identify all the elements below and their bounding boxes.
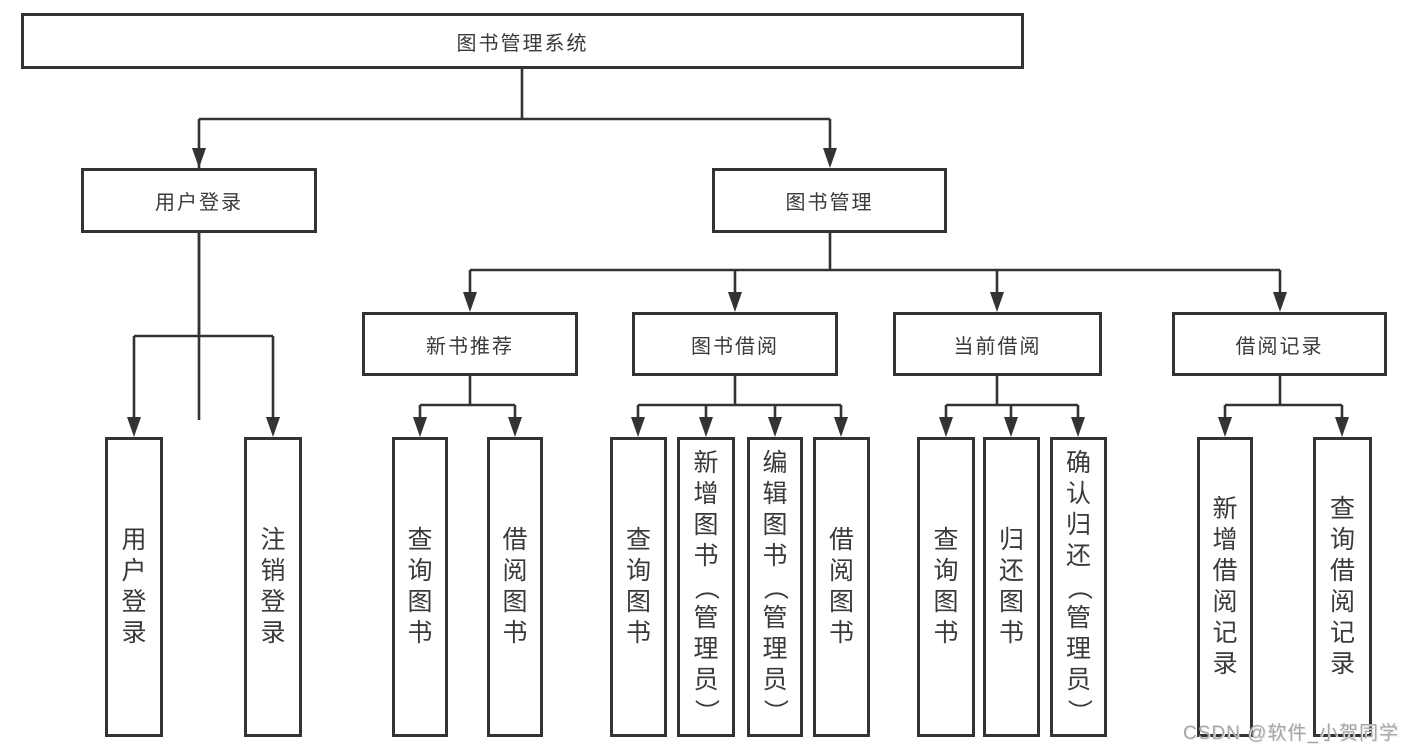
leaf-user-login: 用户登录 (105, 437, 163, 737)
leaf-borrow-books-borrowing: 借阅图书 (813, 437, 870, 737)
node-borrowing-records: 借阅记录 (1172, 312, 1387, 376)
leaf-edit-book-admin: 编辑图书（管理员） (747, 437, 803, 737)
node-user-login: 用户登录 (81, 168, 317, 233)
leaf-confirm-return-admin: 确认归还（管理员） (1050, 437, 1107, 737)
leaf-query-borrow-record: 查询借阅记录 (1313, 437, 1372, 737)
leaf-query-books-recommend: 查询图书 (392, 437, 448, 737)
node-book-borrowing: 图书借阅 (632, 312, 838, 376)
leaf-borrow-books-recommend: 借阅图书 (487, 437, 543, 737)
leaf-logout: 注销登录 (244, 437, 302, 737)
node-book-management: 图书管理 (712, 168, 947, 233)
node-new-book-recommendation: 新书推荐 (362, 312, 578, 376)
leaf-query-books-borrowing: 查询图书 (610, 437, 667, 737)
watermark: CSDN @软件_小贺同学 (1183, 723, 1399, 744)
node-current-borrowing: 当前借阅 (893, 312, 1102, 376)
node-library-management-system: 图书管理系统 (21, 13, 1024, 69)
leaf-add-borrow-record: 新增借阅记录 (1197, 437, 1253, 737)
leaf-query-books-current: 查询图书 (917, 437, 975, 737)
leaf-return-book: 归还图书 (983, 437, 1040, 737)
leaf-add-book-admin: 新增图书（管理员） (677, 437, 735, 737)
